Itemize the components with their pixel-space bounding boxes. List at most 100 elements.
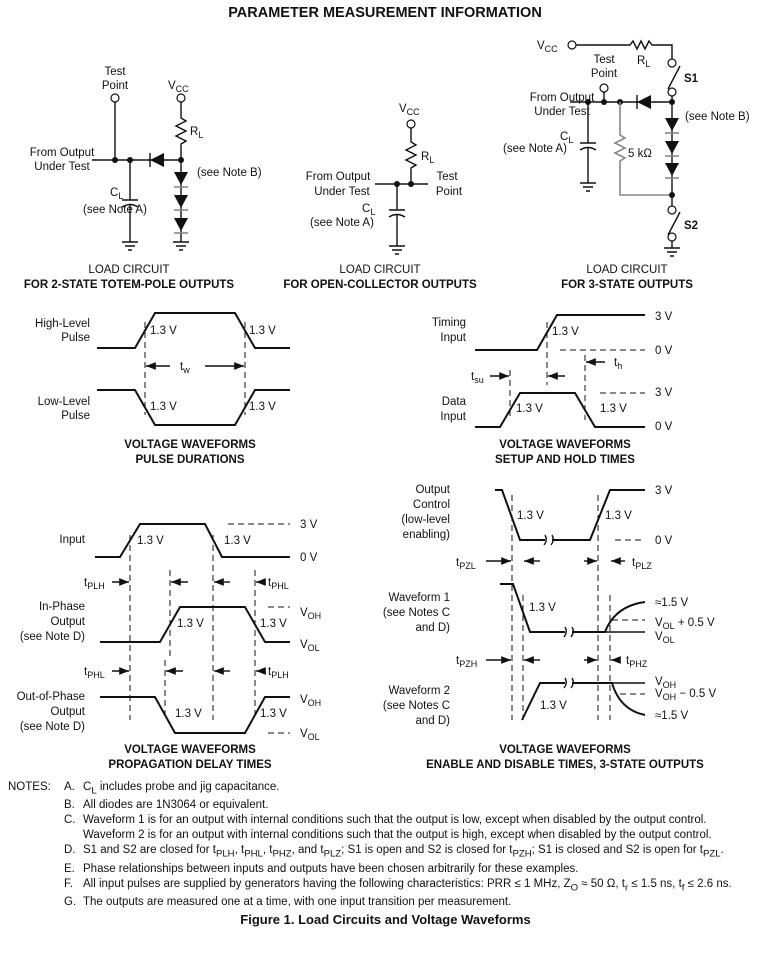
voh-label: VOH <box>300 694 321 708</box>
voh-minus-label: VOH − 0.5 V <box>655 688 716 702</box>
threshold-label: 1.3 V <box>150 401 177 413</box>
waveforms-setup-hold: Timing Input 3 V 0 V 1.3 V tsu th Data I… <box>432 311 673 466</box>
threshold-label: 1.3 V <box>540 700 567 712</box>
note-letter: A. <box>64 781 75 793</box>
label-text: R <box>190 126 198 138</box>
subscript: r <box>624 881 629 893</box>
note-text-segment: , and t <box>291 844 324 857</box>
figure-caption: Figure 1. Load Circuits and Voltage Wave… <box>240 912 531 927</box>
output-control-label: enabling) <box>403 529 450 541</box>
waveform-1 <box>500 583 646 633</box>
note-text: The outputs are measured one at a time, … <box>83 895 768 910</box>
threshold-label: 1.3 V <box>224 535 251 547</box>
vol-label: VOL <box>655 631 675 645</box>
low-level-pulse-label: Low-Level <box>38 396 90 408</box>
subscript: PZL <box>459 561 476 571</box>
subscript: h <box>617 361 622 371</box>
subscript: L <box>370 207 375 217</box>
subscript: PLZ <box>635 561 652 571</box>
label-text: V <box>655 617 663 629</box>
tplh-label: tPLH <box>84 577 105 591</box>
in-phase-output-label: Output <box>50 616 85 628</box>
notes-heading: NOTES: <box>8 781 51 793</box>
tplz-label: tPLZ <box>632 557 652 571</box>
label-text: C <box>362 203 370 215</box>
approx-1-5v-label: ≈1.5 V <box>655 710 688 722</box>
subscript: PZL <box>702 848 721 860</box>
note-text-segment: Phase relationships between inputs and o… <box>83 862 579 875</box>
label-text: R <box>421 151 429 163</box>
tpzh-label: tPZH <box>456 655 477 669</box>
high-level-pulse-label: Pulse <box>61 332 90 344</box>
see-note-a: (see Note A) <box>310 217 374 229</box>
voltage-label: 0 V <box>300 552 318 564</box>
tphz-label: tPHZ <box>626 655 648 669</box>
see-note-b: (see Note B) <box>685 111 750 123</box>
capacitor-ground-icon <box>121 160 139 251</box>
threshold-label: 1.3 V <box>249 401 276 413</box>
out-of-phase-output-label: (see Note D) <box>20 721 85 733</box>
timing-input-label: Input <box>440 332 466 344</box>
output-control-waveform <box>495 489 645 541</box>
note-text: All diodes are 1N3064 or equivalent. <box>83 798 768 813</box>
tsu-label: tsu <box>471 371 484 385</box>
label-text: V <box>537 40 545 52</box>
diode-icon <box>150 153 164 167</box>
capacitor-ground-icon <box>388 184 406 255</box>
subscript: CC <box>407 107 420 117</box>
in-phase-output-waveform <box>100 606 290 643</box>
label-text: t <box>84 666 88 678</box>
notes-heading <box>8 828 64 843</box>
caption: PULSE DURATIONS <box>135 454 244 466</box>
load-circuit-3-state: VCC RL S1 Test Point From Output Under T… <box>503 39 750 291</box>
note-text-segment: Waveform 2 is for an output with interna… <box>83 829 712 842</box>
label-text: V <box>300 728 308 740</box>
diode-icon <box>637 95 651 109</box>
note-text-segment: , t <box>234 844 245 857</box>
note-text-segment: All diodes are 1N3064 or equivalent. <box>83 799 269 812</box>
data-input-label: Data <box>442 396 467 408</box>
note-text: Phase relationships between inputs and o… <box>83 862 768 877</box>
resistor-icon <box>404 128 418 184</box>
capacitor-ground-icon <box>579 102 597 192</box>
caption: ENABLE AND DISABLE TIMES, 3-STATE OUTPUT… <box>426 759 704 771</box>
note-text-segment: . <box>720 844 724 857</box>
voltage-label: 3 V <box>655 311 673 323</box>
note-item: D.S1 and S2 are closed for tPLH, tPHL, t… <box>8 843 768 861</box>
label-text: t <box>268 577 272 589</box>
notes-heading <box>8 895 64 910</box>
voltage-label: 0 V <box>655 421 673 433</box>
tw-label: tw <box>180 361 190 375</box>
caption: VOLTAGE WAVEFORMS <box>499 744 631 756</box>
note-letter <box>64 828 83 843</box>
waveforms-enable-disable: Output Control (low-level enabling) 3 V … <box>383 484 717 771</box>
label-text: V <box>168 80 176 92</box>
low-level-pulse-waveform <box>97 389 290 426</box>
waveforms-propagation-delay: Input 3 V 0 V 1.3 V 1.3 V tPLH tPHL In-P… <box>17 519 322 771</box>
notes-heading <box>8 862 64 877</box>
subscript: L <box>118 191 123 201</box>
note-text-segment: S1 and S2 are closed for t <box>83 844 216 857</box>
caption: FOR 3-STATE OUTPUTS <box>561 279 693 291</box>
subscript: f <box>681 881 685 893</box>
label-text: t <box>626 655 630 667</box>
notes-heading <box>8 877 64 895</box>
subscript: L <box>568 135 573 145</box>
subscript: w <box>182 365 190 375</box>
notes-heading <box>8 813 64 828</box>
subscript: O <box>570 881 579 893</box>
threshold-label: 1.3 V <box>260 618 287 630</box>
voltage-label: 3 V <box>655 485 673 497</box>
subscript: su <box>474 375 484 385</box>
label-text: V <box>399 103 407 115</box>
approx-1-5v-label: ≈1.5 V <box>655 597 688 609</box>
subscript: PZH <box>512 848 532 860</box>
label-text: V <box>655 688 663 700</box>
note-text-segment: ; S1 is open and S2 is closed for t <box>341 844 513 857</box>
from-output-label: Under Test <box>314 186 370 198</box>
vol-label: VOL <box>300 639 320 653</box>
rl-label: RL <box>190 126 203 140</box>
subscript: OH <box>308 698 322 708</box>
